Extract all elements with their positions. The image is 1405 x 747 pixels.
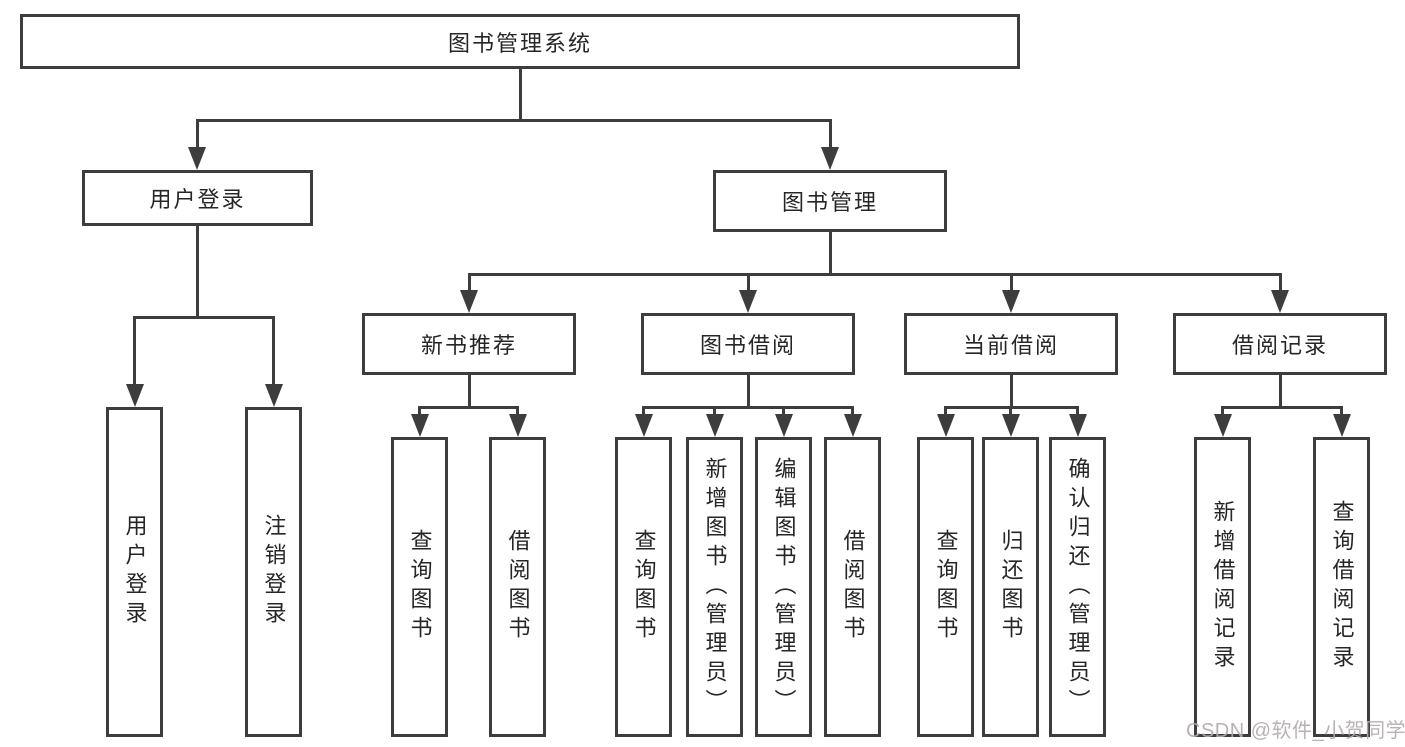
leaf-query-books-3: 查询图书	[917, 437, 974, 737]
leaf-label: 查询图书	[407, 529, 433, 645]
leaf-add-borrow-record: 新增借阅记录	[1194, 437, 1251, 737]
branch-book-management: 图书管理	[713, 170, 947, 232]
arrowhead-down-icon	[1333, 414, 1351, 437]
leaf-borrow-books-1: 借阅图书	[489, 437, 546, 737]
branch-borrowing-records: 借阅记录	[1173, 313, 1387, 375]
leaf-label: 用户登录	[122, 514, 148, 630]
connector-line	[782, 406, 785, 416]
connector-line	[1010, 273, 1013, 295]
arrowhead-down-icon	[188, 147, 206, 170]
arrowhead-down-icon	[739, 290, 757, 313]
leaf-user-login: 用户登录	[106, 407, 163, 737]
leaf-add-book-admin: 新增图书（管理员）	[686, 437, 743, 737]
connector-line	[1076, 406, 1079, 416]
leaf-label: 新增图书（管理员）	[702, 456, 728, 718]
leaf-logout-login: 注销登录	[245, 407, 302, 737]
node-library-system: 图书管理系统	[20, 14, 1020, 69]
branch-new-book-recommendation: 新书推荐	[362, 313, 576, 375]
connector-line	[851, 406, 854, 416]
leaf-edit-book-admin: 编辑图书（管理员）	[755, 437, 812, 737]
arrowhead-down-icon	[126, 384, 144, 407]
connector-line	[944, 406, 947, 416]
arrowhead-down-icon	[844, 414, 862, 437]
leaf-query-borrow-record: 查询借阅记录	[1313, 437, 1370, 737]
arrowhead-down-icon	[635, 414, 653, 437]
connector-line	[516, 406, 519, 416]
arrowhead-down-icon	[460, 290, 478, 313]
connector-line	[418, 406, 421, 416]
leaf-label: 查询图书	[933, 529, 959, 645]
leaf-label: 借阅图书	[840, 529, 866, 645]
leaf-return-books: 归还图书	[982, 437, 1039, 737]
leaf-label: 注销登录	[261, 514, 287, 630]
leaf-label: 编辑图书（管理员）	[771, 456, 797, 718]
leaf-label: 查询图书	[631, 529, 657, 645]
connector-line	[272, 316, 275, 390]
arrowhead-down-icon	[937, 414, 955, 437]
branch-user-login: 用户登录	[82, 170, 313, 226]
connector-line	[1010, 375, 1013, 409]
leaf-label: 归还图书	[998, 529, 1024, 645]
connector-line	[1009, 406, 1012, 416]
branch-book-borrowing: 图书借阅	[641, 313, 855, 375]
arrowhead-down-icon	[1002, 290, 1020, 313]
connector-line	[642, 406, 645, 416]
connector-line	[829, 232, 832, 276]
connector-line	[1279, 375, 1282, 409]
arrowhead-down-icon	[706, 414, 724, 437]
connector-line	[747, 375, 750, 409]
arrowhead-down-icon	[1069, 414, 1087, 437]
leaf-label: 确认归还（管理员）	[1065, 456, 1091, 718]
arrowhead-down-icon	[1214, 414, 1232, 437]
connector-line	[713, 406, 716, 416]
connector-line	[519, 69, 522, 122]
connector-line	[196, 119, 199, 152]
leaf-label: 借阅图书	[505, 529, 531, 645]
connector-line	[418, 406, 519, 409]
connector-line	[1340, 406, 1343, 416]
branch-current-borrowing: 当前借阅	[904, 313, 1118, 375]
arrowhead-down-icon	[411, 414, 429, 437]
arrowhead-down-icon	[1002, 414, 1020, 437]
arrowhead-down-icon	[509, 414, 527, 437]
leaf-query-books-2: 查询图书	[615, 437, 672, 737]
leaf-query-books-1: 查询图书	[391, 437, 448, 737]
leaf-label: 查询借阅记录	[1329, 500, 1355, 674]
connector-line	[642, 406, 854, 409]
leaf-borrow-books-2: 借阅图书	[824, 437, 881, 737]
connector-line	[1221, 406, 1224, 416]
connector-line	[133, 316, 275, 319]
connector-line	[468, 273, 471, 295]
leaf-confirm-return-admin: 确认归还（管理员）	[1049, 437, 1106, 737]
connector-line	[133, 316, 136, 390]
csdn-watermark: CSDN @软件_小贺同学	[1186, 720, 1405, 742]
connector-line	[196, 226, 199, 319]
connector-line	[196, 119, 832, 122]
arrowhead-down-icon	[775, 414, 793, 437]
connector-line	[1279, 273, 1282, 295]
connector-line	[747, 273, 750, 295]
connector-line	[468, 375, 471, 409]
arrowhead-down-icon	[821, 147, 839, 170]
connector-line	[1221, 406, 1343, 409]
arrowhead-down-icon	[1271, 290, 1289, 313]
leaf-label: 新增借阅记录	[1210, 500, 1236, 674]
connector-line	[829, 119, 832, 152]
arrowhead-down-icon	[265, 384, 283, 407]
connector-line	[468, 273, 1282, 276]
